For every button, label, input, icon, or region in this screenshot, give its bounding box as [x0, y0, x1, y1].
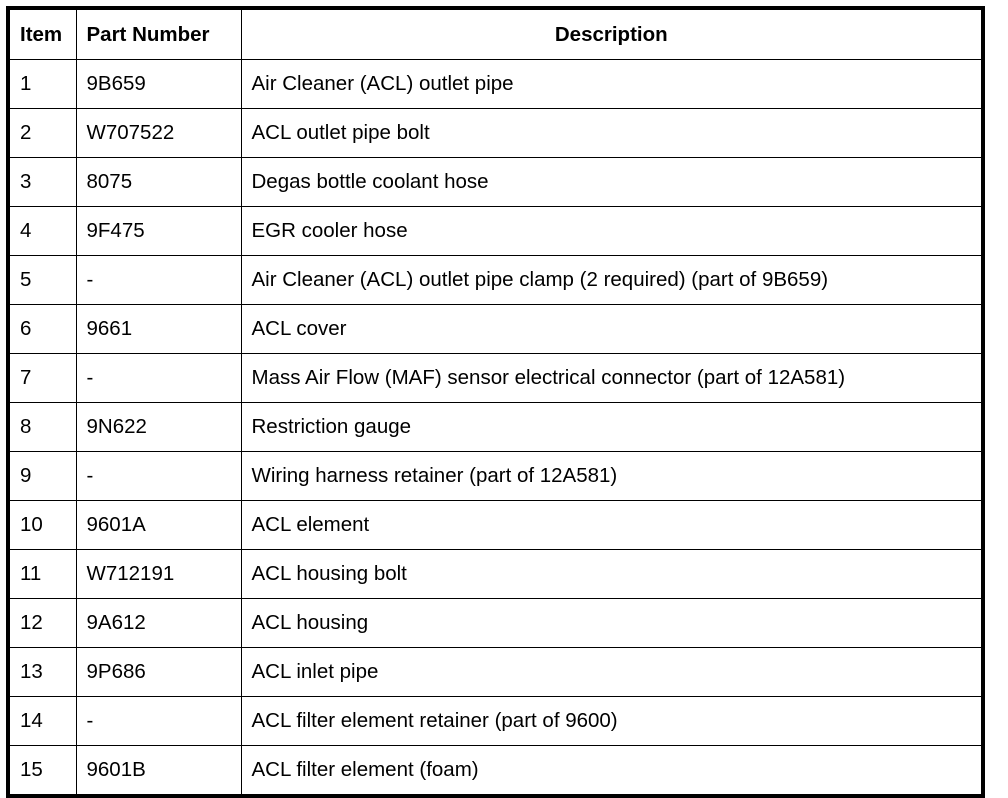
cell-description: EGR cooler hose — [240, 206, 984, 256]
table-header: Item Part Number Description — [7, 7, 984, 60]
cell-part-number: 9B659 — [75, 59, 242, 109]
cell-item: 7 — [7, 353, 77, 403]
cell-item: 8 — [7, 402, 77, 452]
cell-item: 6 — [7, 304, 77, 354]
cell-description: Air Cleaner (ACL) outlet pipe clamp (2 r… — [240, 255, 984, 305]
cell-item: 5 — [7, 255, 77, 305]
cell-item: 15 — [7, 745, 77, 797]
table-row: 7-Mass Air Flow (MAF) sensor electrical … — [7, 353, 984, 403]
cell-description: Wiring harness retainer (part of 12A581) — [240, 451, 984, 501]
cell-part-number: W707522 — [75, 108, 242, 158]
table-header-row: Item Part Number Description — [7, 7, 984, 60]
cell-item: 1 — [7, 59, 77, 109]
cell-part-number: - — [75, 255, 242, 305]
column-header-item: Item — [7, 7, 77, 60]
cell-description: ACL housing — [240, 598, 984, 648]
cell-description: Air Cleaner (ACL) outlet pipe — [240, 59, 984, 109]
cell-item: 12 — [7, 598, 77, 648]
cell-description: ACL outlet pipe bolt — [240, 108, 984, 158]
cell-part-number: 8075 — [75, 157, 242, 207]
column-header-description: Description — [240, 7, 984, 60]
cell-description: ACL filter element retainer (part of 960… — [240, 696, 984, 746]
table-row: 9-Wiring harness retainer (part of 12A58… — [7, 451, 984, 501]
cell-item: 3 — [7, 157, 77, 207]
cell-description: ACL element — [240, 500, 984, 550]
cell-description: Mass Air Flow (MAF) sensor electrical co… — [240, 353, 984, 403]
cell-part-number: 9601A — [75, 500, 242, 550]
cell-item: 10 — [7, 500, 77, 550]
column-header-part-number: Part Number — [75, 7, 242, 60]
cell-part-number: 9F475 — [75, 206, 242, 256]
cell-description: Restriction gauge — [240, 402, 984, 452]
cell-description: ACL filter element (foam) — [240, 745, 984, 797]
cell-item: 13 — [7, 647, 77, 697]
cell-part-number: - — [75, 353, 242, 403]
cell-description: ACL inlet pipe — [240, 647, 984, 697]
cell-part-number: 9601B — [75, 745, 242, 797]
cell-item: 14 — [7, 696, 77, 746]
cell-item: 4 — [7, 206, 77, 256]
cell-description: ACL cover — [240, 304, 984, 354]
cell-part-number: 9661 — [75, 304, 242, 354]
cell-part-number: - — [75, 696, 242, 746]
cell-description: ACL housing bolt — [240, 549, 984, 599]
cell-part-number: 9A612 — [75, 598, 242, 648]
cell-part-number: - — [75, 451, 242, 501]
cell-part-number: W712191 — [75, 549, 242, 599]
cell-part-number: 9N622 — [75, 402, 242, 452]
cell-part-number: 9P686 — [75, 647, 242, 697]
table-row: 5-Air Cleaner (ACL) outlet pipe clamp (2… — [7, 255, 984, 305]
table-row: 14-ACL filter element retainer (part of … — [7, 696, 984, 746]
cell-description: Degas bottle coolant hose — [240, 157, 984, 207]
cell-item: 9 — [7, 451, 77, 501]
cell-item: 11 — [7, 549, 77, 599]
cell-item: 2 — [7, 108, 77, 158]
